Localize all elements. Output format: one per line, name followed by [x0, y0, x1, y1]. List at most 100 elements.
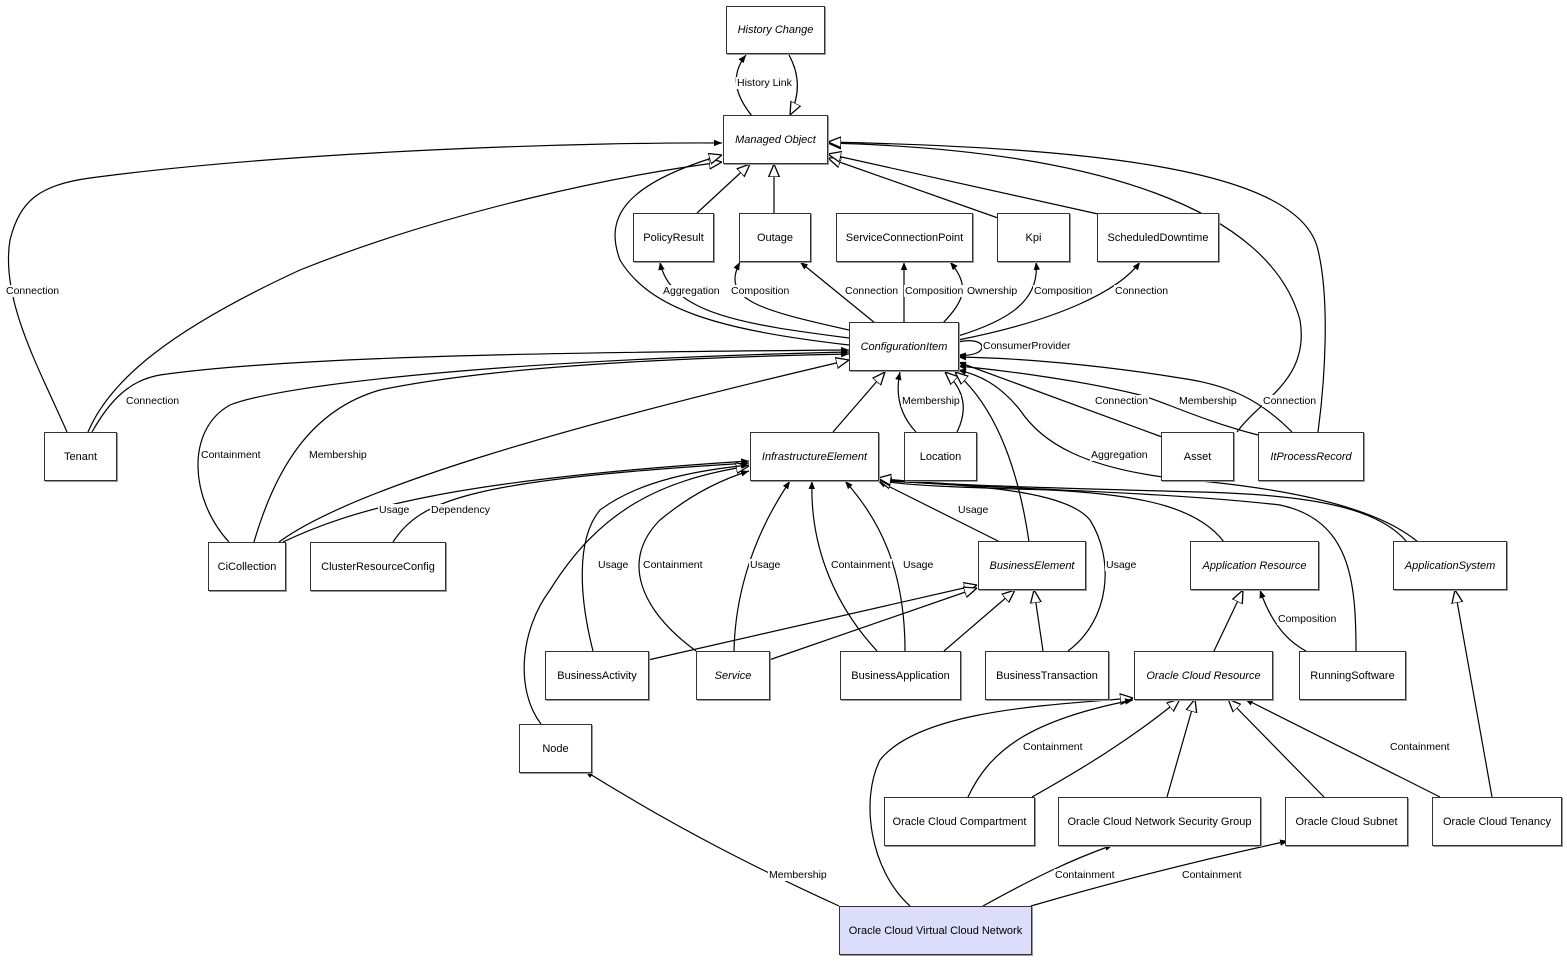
node-label: Service: [714, 669, 752, 682]
edge-label: Containment: [1389, 741, 1451, 753]
edge-businesselement-ci-inherit: [955, 372, 1030, 543]
node-infrastructure-element[interactable]: InfrastructureElement: [750, 432, 879, 481]
node-managed-object[interactable]: Managed Object: [723, 115, 828, 164]
edge-ci-outage-connection: [799, 261, 876, 324]
edge-ci-managed-inherit: [614, 155, 850, 346]
node-label: Oracle Cloud Resource: [1146, 669, 1261, 682]
edge-label: Usage: [597, 559, 630, 571]
node-label: RunningSoftware: [1310, 669, 1395, 682]
node-running-software[interactable]: RunningSoftware: [1299, 651, 1406, 700]
edge-compartment-ocr-inherit: [1031, 699, 1180, 798]
node-label: Node: [542, 742, 569, 755]
node-label: ApplicationSystem: [1404, 559, 1496, 572]
edge-ci-self-consumerprovider: [957, 340, 983, 359]
edge-label: Composition: [1033, 285, 1094, 297]
edge-vcn-nsg-containment: [982, 844, 1114, 907]
node-application-resource[interactable]: Application Resource: [1190, 541, 1319, 590]
edge-label: Containment: [200, 449, 262, 461]
node-ci-collection[interactable]: CiCollection: [208, 542, 286, 591]
node-oracle-cloud-virtual-cloud-network[interactable]: Oracle Cloud Virtual Cloud Network: [839, 906, 1032, 955]
edge-activity-infra-usage: [581, 462, 750, 652]
edge-history-change-inherit: [788, 54, 797, 115]
edge-running-infra-inherit: [878, 479, 1357, 652]
node-business-transaction[interactable]: BusinessTransaction: [985, 651, 1109, 700]
edge-label: Membership: [1178, 395, 1238, 407]
edge-service-bizelement-inherit: [768, 588, 977, 661]
edge-label: Containment: [830, 559, 892, 571]
edge-biztx-bizelement-inherit: [1034, 590, 1044, 652]
edge-label: Containment: [642, 559, 704, 571]
node-history-change[interactable]: History Change: [726, 6, 825, 54]
edge-ci-policy-aggregation: [658, 261, 850, 339]
node-oracle-cloud-subnet[interactable]: Oracle Cloud Subnet: [1285, 797, 1408, 846]
node-kpi[interactable]: Kpi: [997, 213, 1070, 262]
node-label: Kpi: [1025, 231, 1042, 244]
node-node[interactable]: Node: [519, 724, 592, 773]
node-service[interactable]: Service: [696, 651, 770, 700]
edge-cicollection-ci-containment: [197, 348, 850, 543]
node-label: BusinessActivity: [557, 669, 637, 682]
node-application-system[interactable]: ApplicationSystem: [1393, 541, 1507, 590]
edge-scheduled-inherit: [828, 154, 1099, 215]
node-configuration-item[interactable]: ConfigurationItem: [849, 322, 959, 371]
node-it-process-record[interactable]: ItProcessRecord: [1258, 432, 1364, 481]
node-business-element[interactable]: BusinessElement: [978, 541, 1086, 590]
node-location[interactable]: Location: [904, 432, 977, 481]
edge-label: Composition: [904, 285, 965, 297]
node-business-activity[interactable]: BusinessActivity: [545, 651, 649, 700]
edge-label: Membership: [901, 395, 961, 407]
edge-vcn-subnet-containment: [1030, 839, 1289, 907]
node-label: Oracle Cloud Virtual Cloud Network: [848, 924, 1023, 937]
edge-itprocess-inherit: [828, 142, 1326, 433]
node-label: BusinessElement: [989, 559, 1075, 572]
node-label: Oracle Cloud Subnet: [1295, 815, 1398, 828]
edge-running-appresource-composition: [1259, 589, 1307, 652]
node-label: BusinessApplication: [851, 669, 950, 682]
edge-vcn-ocr-inherit: [869, 698, 1133, 907]
node-scheduled-downtime[interactable]: ScheduledDowntime: [1097, 213, 1219, 262]
edge-label: Connection: [5, 285, 61, 297]
node-oracle-cloud-network-security-group[interactable]: Oracle Cloud Network Security Group: [1058, 797, 1261, 846]
edge-location-ci-inherit: [945, 372, 964, 433]
edge-label: Connection: [125, 395, 181, 407]
node-label: PolicyResult: [643, 231, 704, 244]
edge-label: Containment: [1054, 869, 1116, 881]
node-tenant[interactable]: Tenant: [44, 432, 117, 481]
node-asset[interactable]: Asset: [1161, 432, 1234, 481]
edge-label: Connection: [1262, 395, 1318, 407]
edge-label: Usage: [749, 559, 782, 571]
node-label: Oracle Cloud Tenancy: [1442, 815, 1552, 828]
edge-label: Connection: [844, 285, 900, 297]
node-label: Outage: [756, 231, 794, 244]
node-oracle-cloud-tenancy[interactable]: Oracle Cloud Tenancy: [1432, 797, 1562, 846]
node-oracle-cloud-resource[interactable]: Oracle Cloud Resource: [1134, 651, 1273, 700]
edge-label: Composition: [1277, 613, 1338, 625]
edge-ocr-appresource-inherit: [1213, 590, 1243, 652]
edge-vcn-node-membership: [584, 770, 840, 907]
edge-tenant-ci-connection: [91, 346, 850, 433]
node-policy-result[interactable]: PolicyResult: [633, 213, 714, 262]
edge-tenancy-appsystem-inherit: [1455, 590, 1493, 798]
edge-asset-inherit: [828, 143, 1302, 433]
node-cluster-resource-config[interactable]: ClusterResourceConfig: [310, 542, 446, 591]
edge-label: ConsumerProvider: [982, 340, 1072, 352]
edge-asset-ci-connection: [957, 361, 1163, 438]
node-service-connection-point[interactable]: ServiceConnectionPoint: [836, 213, 973, 262]
node-label: ClusterResourceConfig: [321, 560, 435, 573]
edge-itprocess-ci-membership: [957, 363, 1259, 436]
node-outage[interactable]: Outage: [739, 213, 811, 262]
node-oracle-cloud-compartment[interactable]: Oracle Cloud Compartment: [884, 797, 1035, 846]
edge-label: Usage: [378, 504, 411, 516]
edge-label: Containment: [1181, 869, 1243, 881]
edge-kpi-inherit: [828, 158, 999, 219]
node-label: Application Resource: [1202, 559, 1307, 572]
edge-activity-bizelement-inherit: [647, 585, 977, 661]
edge-cicollection-ci-membership: [253, 350, 850, 543]
node-business-application[interactable]: BusinessApplication: [840, 651, 961, 700]
edge-biztx-infra-usage: [877, 478, 1106, 652]
edge-nsg-ocr-inherit: [1166, 699, 1195, 798]
node-label: Oracle Cloud Compartment: [892, 815, 1027, 828]
edge-bizapp-infra-containment: [808, 480, 878, 652]
edge-label: Ownership: [966, 285, 1019, 297]
